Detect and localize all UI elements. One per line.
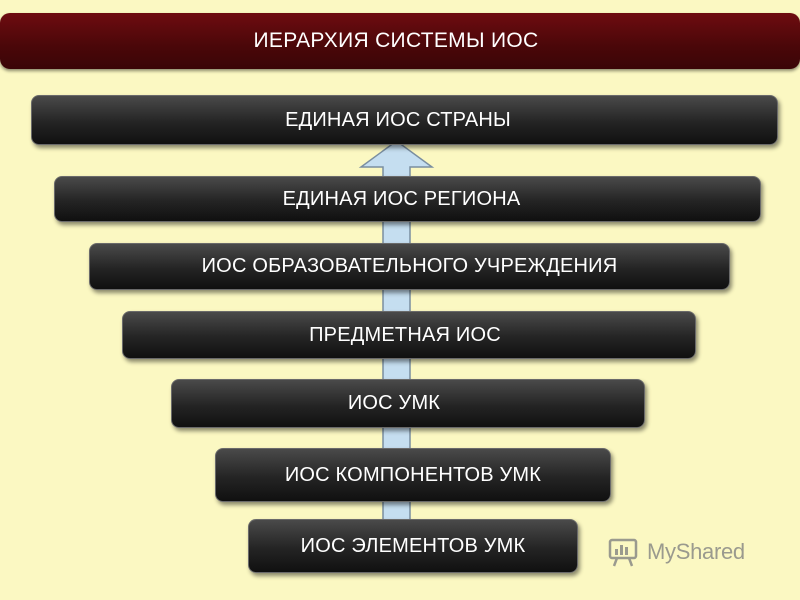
level-label: ЕДИНАЯ ИОС СТРАНЫ (285, 108, 511, 131)
hierarchy-level-umk-components: ИОС КОМПОНЕНТОВ УМК (215, 448, 611, 502)
diagram-title-container: ИЕРАРХИЯ СИСТЕМЫ ИОС (0, 13, 800, 69)
level-label: ИОС КОМПОНЕНТОВ УМК (284, 463, 542, 486)
hierarchy-level-umk-elements: ИОС ЭЛЕМЕНТОВ УМК (248, 519, 578, 573)
level-label: ИОС ОБРАЗОВАТЕЛЬНОГО УЧРЕЖДЕНИЯ (201, 255, 618, 277)
myshared-logo: MyShared (607, 534, 745, 570)
hierarchy-level-subject: ПРЕДМЕТНАЯ ИОС (122, 311, 696, 359)
hierarchy-level-region: ЕДИНАЯ ИОС РЕГИОНА (54, 176, 761, 222)
hierarchy-level-umk: ИОС УМК (171, 379, 645, 428)
hierarchy-level-institution: ИОС ОБРАЗОВАТЕЛЬНОГО УЧРЕЖДЕНИЯ (89, 243, 730, 290)
myshared-logo-icon (608, 538, 638, 567)
watermark-text: MyShared (647, 539, 745, 564)
level-label: ИОС УМК (347, 392, 441, 414)
level-label: ИОС ЭЛЕМЕНТОВ УМК (300, 534, 526, 557)
hierarchy-level-country: ЕДИНАЯ ИОС СТРАНЫ (31, 95, 778, 145)
diagram-title: ИЕРАРХИЯ СИСТЕМЫ ИОС (253, 29, 539, 52)
title-bar: ИЕРАРХИЯ СИСТЕМЫ ИОС (0, 13, 800, 69)
level-label: ЕДИНАЯ ИОС РЕГИОНА (282, 187, 521, 210)
level-label: ПРЕДМЕТНАЯ ИОС (309, 323, 501, 346)
